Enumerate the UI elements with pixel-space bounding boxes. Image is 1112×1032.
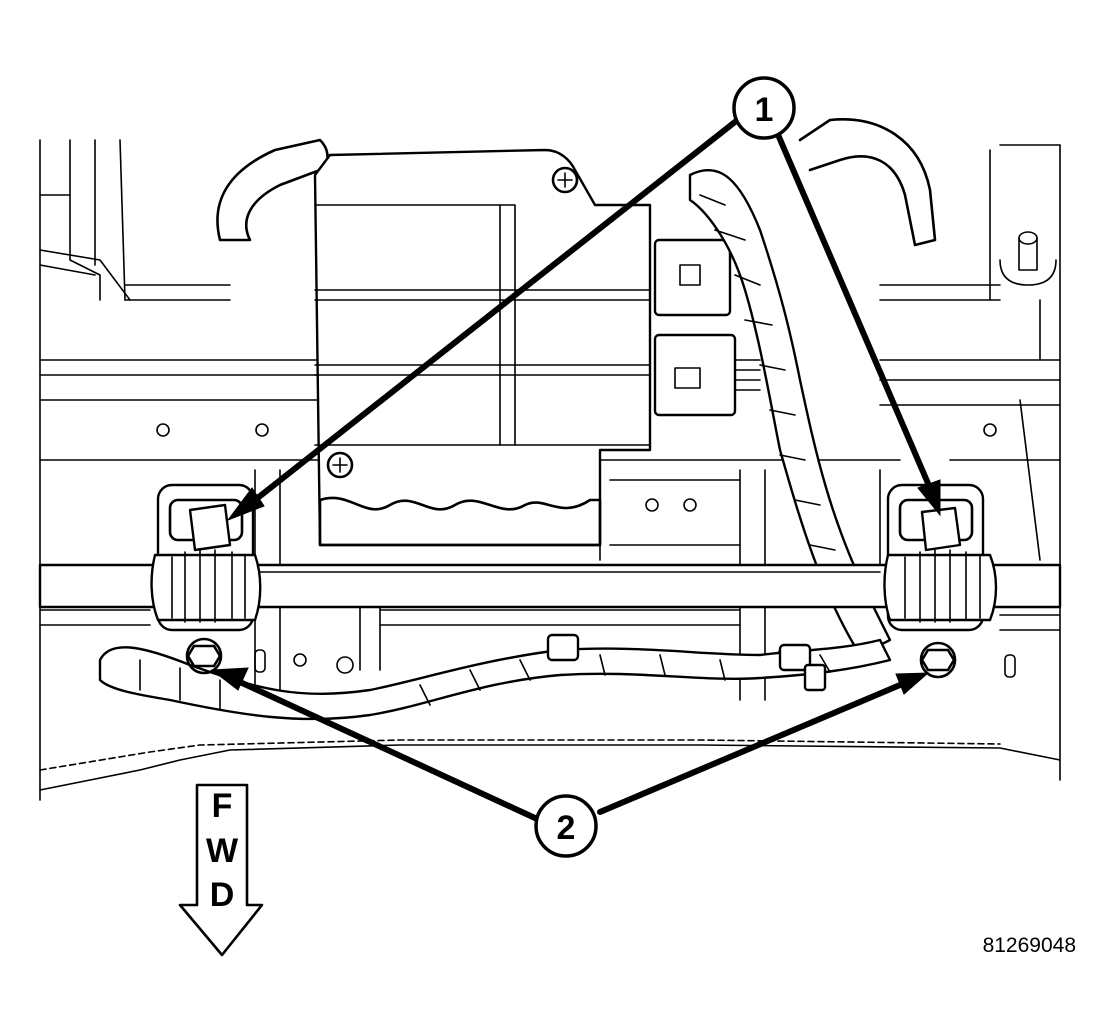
wiring-harness [98, 169, 892, 721]
callout-2: 2 [534, 794, 598, 858]
fwd-letter-w: W [206, 832, 239, 870]
left-bolt [185, 637, 223, 675]
fwd-arrow-indicator: F W D [178, 783, 264, 957]
screw-bottom [326, 451, 354, 479]
control-module [313, 148, 761, 547]
mounting-loops [216, 118, 937, 247]
stabilizer-bar [38, 563, 1062, 609]
leader-lines [210, 115, 941, 821]
callout-2-label: 2 [557, 809, 576, 847]
figure-id: 81269048 [983, 934, 1076, 957]
callout-1-label: 1 [755, 91, 774, 129]
left-bushing-clamp [150, 483, 262, 675]
callout-1: 1 [732, 76, 796, 140]
screw-top [551, 166, 579, 194]
fwd-letter-f: F [212, 787, 233, 825]
fwd-letter-d: D [210, 876, 235, 914]
right-bolt [919, 641, 957, 679]
right-bushing-clamp [883, 483, 998, 679]
